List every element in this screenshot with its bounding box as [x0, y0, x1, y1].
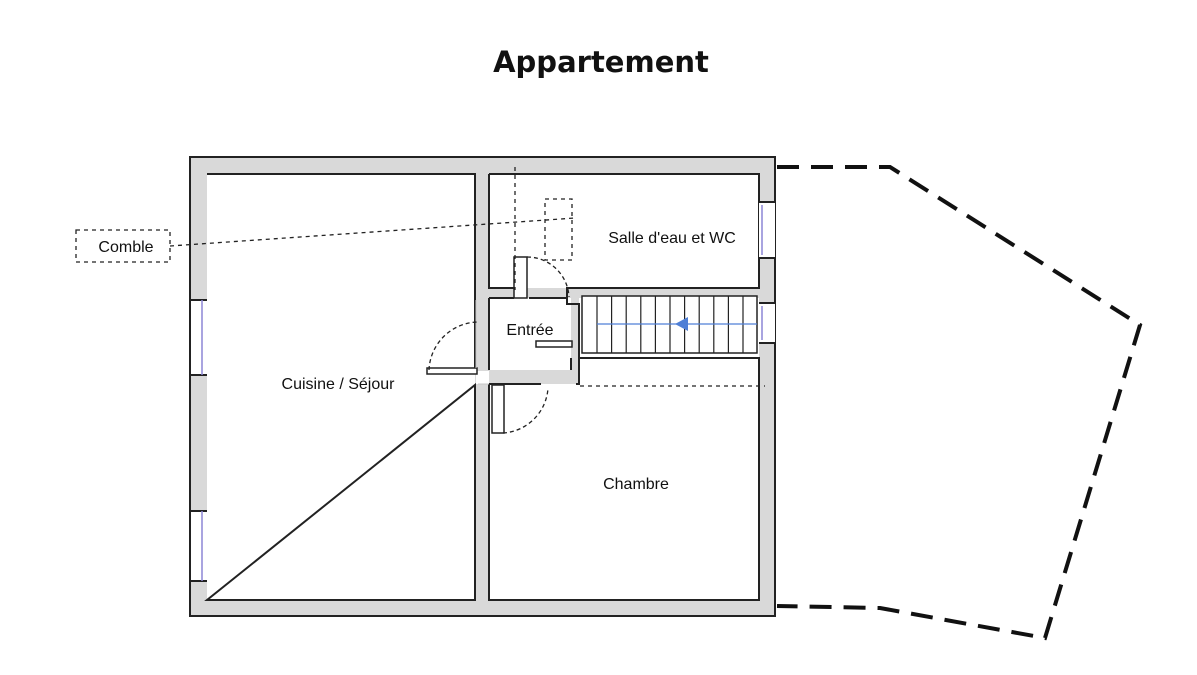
comble-callout: Comble: [75, 217, 576, 263]
chambre-alcove-floor: [579, 358, 759, 384]
sejour-walls: [204, 173, 476, 601]
window-jambs-left: [191, 299, 207, 582]
window-gap-left-top: [191, 300, 207, 375]
room-label-salle-eau: Salle d'eau et WC: [608, 230, 736, 247]
sejour-door-leaf: [426, 367, 478, 375]
salle-eau-door-leaf: [513, 256, 528, 299]
walls: [189, 156, 776, 617]
comble-box: [75, 229, 171, 263]
salle-eau-walls: [488, 173, 760, 298]
roof-outline: [776, 165, 1143, 641]
window-gap-left-bottom: [191, 511, 207, 581]
room-label-chambre: Chambre: [603, 476, 669, 493]
salle-eau-door-swing: [526, 256, 570, 298]
window-gap-right: [759, 202, 775, 258]
chambre-door-swing: [502, 387, 549, 434]
guide-lines: [475, 300, 489, 385]
comble-label: Comble: [98, 239, 153, 256]
entree-doorway: [476, 371, 489, 384]
windows: [201, 205, 763, 581]
room-label-entree: Entrée: [506, 322, 553, 339]
stair-arrow-icon: [675, 317, 688, 331]
staircase: [581, 295, 758, 354]
entree-cupboard-leaf: [535, 340, 573, 348]
room-chambre-floor: [489, 384, 759, 600]
window-jambs-right: [759, 201, 775, 344]
room-salle-eau-floor: [489, 174, 759, 288]
shower-tray: [544, 198, 573, 261]
entree-walls: [488, 297, 580, 370]
chambre-door-leaf: [491, 384, 505, 434]
door-swings: [428, 256, 570, 434]
page-title: Appartement: [493, 45, 709, 79]
room-label-sejour: Cuisine / Séjour: [282, 376, 396, 393]
room-sejour-floor: [207, 174, 475, 600]
room-entree-floor: [489, 298, 571, 370]
stair-gap-right: [759, 303, 775, 343]
comble-leader: [169, 217, 576, 247]
sejour-door-swing: [428, 321, 479, 371]
chambre-walls: [488, 357, 760, 601]
